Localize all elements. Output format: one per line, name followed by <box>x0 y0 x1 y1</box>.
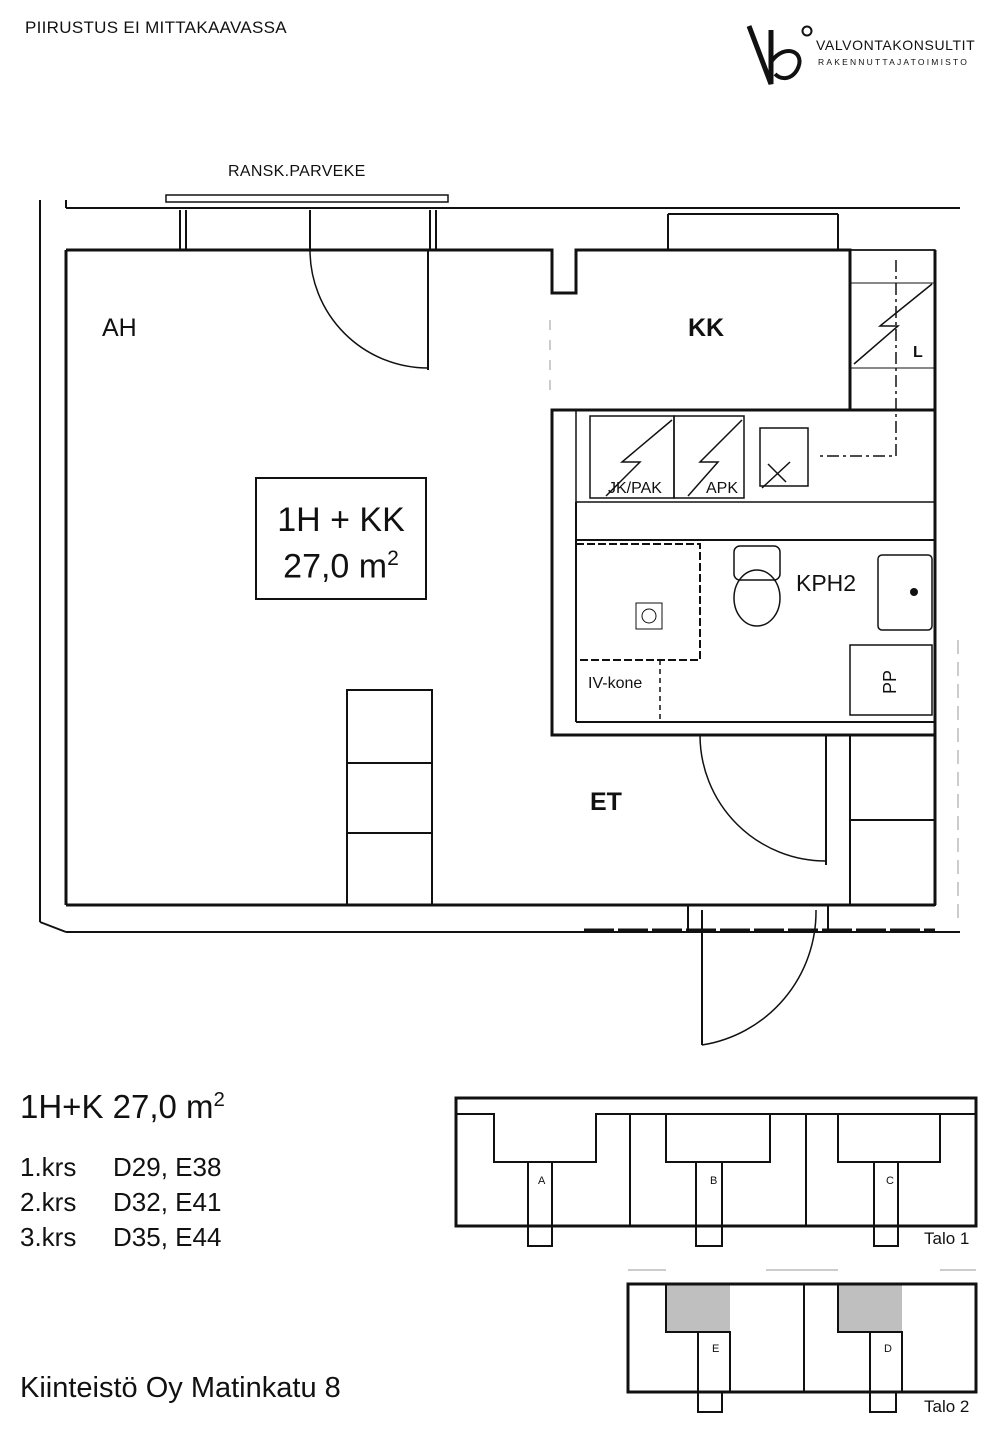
room-label-bathroom: KPH2 <box>796 570 857 596</box>
apartment-area: 27,0 m2 <box>283 547 399 586</box>
appliance-label-freezer: APK <box>706 480 739 497</box>
key-plan-talo2 <box>626 1269 978 1413</box>
logo-name: VALVONTAKONSULTIT <box>816 37 976 53</box>
room-label-entry: ET <box>590 788 622 816</box>
talo2-label: Talo 2 <box>924 1397 970 1416</box>
room-label-living: AH <box>102 314 137 342</box>
room-label-kitchen: KK <box>688 314 725 342</box>
stair-label-c: C <box>886 1175 894 1187</box>
closet-label: L <box>913 344 923 361</box>
appliance-label-fridge: JK/PAK <box>608 480 662 497</box>
summary-title: 1H+K 27,0 m2 <box>20 1088 225 1125</box>
stair-label-d: D <box>884 1343 892 1355</box>
stair-label-b: B <box>710 1175 718 1187</box>
stair-label-e: E <box>712 1343 720 1355</box>
laundry-label: PP <box>880 669 900 694</box>
company-logo <box>746 25 813 85</box>
balcony-label: RANSK.PARVEKE <box>228 163 366 180</box>
scale-note: PIIRUSTUS EI MITTAKAAVASSA <box>25 18 287 37</box>
apartment-area-box: 1H + KK 27,0 m2 <box>255 477 427 600</box>
key-plan-talo1 <box>454 1096 978 1247</box>
stair-label-a: A <box>538 1175 546 1187</box>
apartment-type: 1H + KK <box>277 501 405 539</box>
logo-subtitle: RAKENNUTTAJATOIMISTO <box>818 57 970 67</box>
company-name: Kiinteistö Oy Matinkatu 8 <box>20 1372 341 1404</box>
talo1-label: Talo 1 <box>924 1229 970 1248</box>
room-label-ventilation: IV-kone <box>588 675 643 692</box>
